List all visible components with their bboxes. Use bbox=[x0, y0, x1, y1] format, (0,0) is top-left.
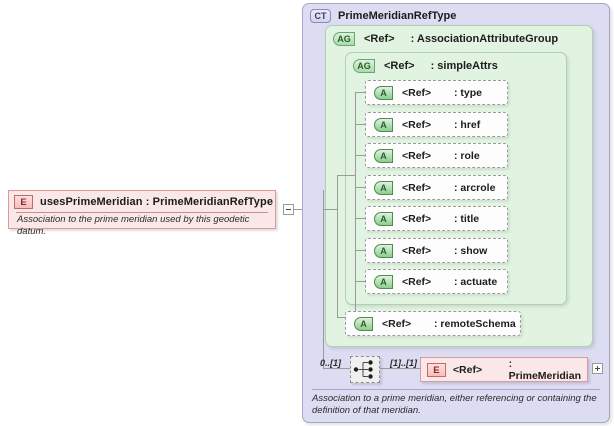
attribute-group-badge-icon: AG bbox=[353, 58, 375, 73]
attribute-group-name: : simpleAttrs bbox=[430, 59, 498, 72]
attribute-ref: <Ref> bbox=[402, 212, 432, 225]
attribute-row[interactable]: A <Ref> : type bbox=[365, 80, 508, 105]
attribute-group-ref: <Ref> bbox=[364, 32, 395, 45]
attribute-badge-icon: A bbox=[374, 85, 393, 100]
connector-line bbox=[355, 218, 366, 219]
attribute-ref: <Ref> bbox=[402, 275, 432, 288]
cardinality-label-left: 0..[1] bbox=[320, 358, 342, 368]
complextype-header: CT PrimeMeridianRefType bbox=[310, 7, 456, 24]
element-box-uses-prime-meridian[interactable]: E usesPrimeMeridian : PrimeMeridianRefTy… bbox=[8, 190, 276, 237]
element-title: usesPrimeMeridian : PrimeMeridianRefType bbox=[40, 195, 274, 208]
attribute-row[interactable]: A <Ref> : remoteSchema bbox=[345, 311, 521, 336]
attribute-group-name: : AssociationAttributeGroup bbox=[410, 32, 559, 45]
connector-line bbox=[337, 175, 355, 176]
attribute-group-ref: <Ref> bbox=[384, 59, 415, 72]
element-header: E usesPrimeMeridian : PrimeMeridianRefTy… bbox=[9, 191, 275, 212]
connector-line bbox=[323, 209, 337, 210]
connector-line bbox=[355, 124, 366, 125]
connector-line bbox=[355, 250, 366, 251]
connector-line bbox=[337, 317, 346, 318]
attribute-badge-icon: A bbox=[374, 274, 393, 289]
connector-line bbox=[355, 155, 366, 156]
attribute-row[interactable]: A <Ref> : actuate bbox=[365, 269, 508, 294]
attribute-group-header-association[interactable]: AG <Ref> : AssociationAttributeGroup bbox=[333, 30, 558, 47]
expand-plus-icon[interactable] bbox=[592, 363, 603, 374]
complextype-badge-icon: CT bbox=[310, 8, 331, 23]
element-name: : PrimeMeridian bbox=[508, 357, 581, 382]
attribute-ref: <Ref> bbox=[402, 244, 432, 257]
connector-line bbox=[323, 190, 324, 368]
attribute-ref: <Ref> bbox=[402, 181, 432, 194]
complextype-title: PrimeMeridianRefType bbox=[338, 9, 457, 22]
attribute-badge-icon: A bbox=[374, 211, 393, 226]
attribute-name: : type bbox=[454, 86, 483, 99]
connector-line bbox=[355, 92, 366, 93]
connector-line bbox=[355, 92, 356, 317]
attribute-name: : arcrole bbox=[454, 181, 496, 194]
complextype-divider bbox=[312, 389, 600, 390]
connector-line bbox=[380, 368, 420, 369]
connector-line bbox=[323, 368, 350, 369]
attribute-name: : role bbox=[454, 149, 480, 162]
attribute-ref: <Ref> bbox=[402, 149, 432, 162]
attribute-row[interactable]: A <Ref> : arcrole bbox=[365, 175, 508, 200]
collapse-minus-icon[interactable] bbox=[283, 204, 294, 215]
element-divider bbox=[16, 212, 268, 213]
choice-compositor-icon[interactable] bbox=[350, 356, 380, 383]
attribute-name: : href bbox=[454, 118, 481, 131]
connector-line bbox=[337, 175, 338, 317]
attribute-name: : remoteSchema bbox=[434, 317, 516, 330]
cardinality-label-right: [1]..[1] bbox=[390, 358, 417, 368]
complextype-documentation: Association to a prime meridian, either … bbox=[312, 393, 597, 416]
attribute-row[interactable]: A <Ref> : role bbox=[365, 143, 508, 168]
attribute-name: : title bbox=[454, 212, 480, 225]
attribute-badge-icon: A bbox=[374, 117, 393, 132]
element-box-prime-meridian[interactable]: E <Ref> : PrimeMeridian bbox=[420, 357, 588, 382]
connector-line bbox=[355, 187, 366, 188]
attribute-badge-icon: A bbox=[374, 148, 393, 163]
element-documentation: Association to the prime meridian used b… bbox=[17, 214, 250, 237]
attribute-badge-icon: A bbox=[374, 243, 393, 258]
attribute-ref: <Ref> bbox=[402, 118, 432, 131]
attribute-name: : show bbox=[454, 244, 488, 257]
attribute-badge-icon: A bbox=[354, 316, 373, 331]
attribute-ref: <Ref> bbox=[382, 317, 412, 330]
attribute-row[interactable]: A <Ref> : show bbox=[365, 238, 508, 263]
element-badge-icon: E bbox=[14, 194, 33, 209]
attribute-badge-icon: A bbox=[374, 180, 393, 195]
attribute-row[interactable]: A <Ref> : href bbox=[365, 112, 508, 137]
element-badge-icon: E bbox=[427, 362, 446, 377]
connector-line bbox=[355, 281, 366, 282]
attribute-ref: <Ref> bbox=[402, 86, 432, 99]
attribute-group-header-simpleattrs[interactable]: AG <Ref> : simpleAttrs bbox=[353, 57, 498, 74]
choice-icon-glyph bbox=[353, 360, 373, 379]
attribute-group-badge-icon: AG bbox=[333, 31, 355, 46]
element-ref: <Ref> bbox=[452, 363, 483, 376]
attribute-name: : actuate bbox=[454, 275, 498, 288]
attribute-row[interactable]: A <Ref> : title bbox=[365, 206, 508, 231]
